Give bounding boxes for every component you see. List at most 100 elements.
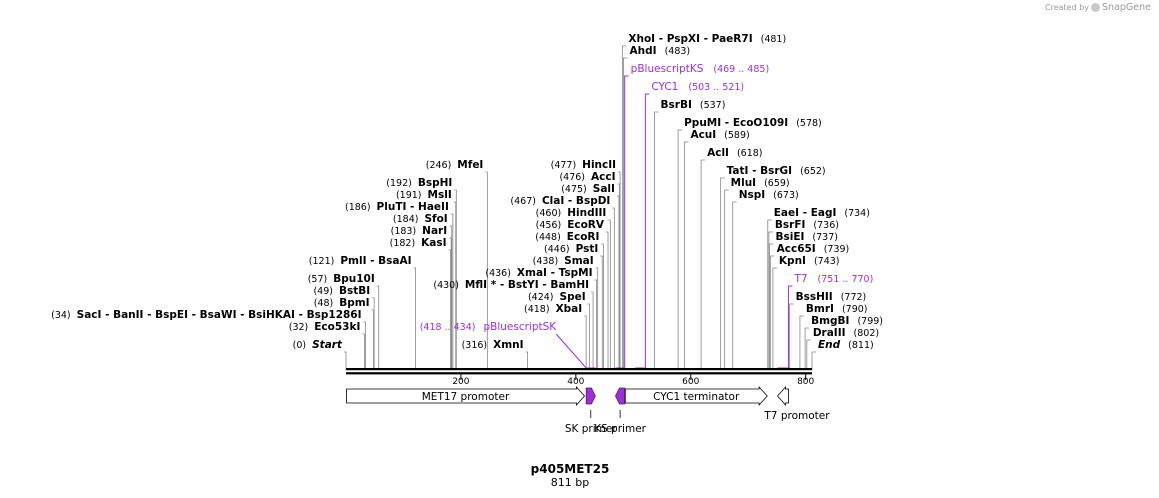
site-position-bsshii: (772) <box>841 292 867 303</box>
site-name-xmni: XmnI <box>493 339 523 351</box>
site-leader-ppumi-group <box>677 129 683 370</box>
primer-site-range-cyc1: (503 .. 521) <box>688 82 744 93</box>
site-position-sfoi: (184) <box>393 214 419 225</box>
site-position-bsrbi: (537) <box>700 100 726 111</box>
site-position-pmli-group: (121) <box>309 256 335 267</box>
map-title: p405MET25 <box>530 462 610 476</box>
feature-label-ks-primer: KS primer <box>594 423 646 435</box>
site-leader-bstbi <box>372 297 375 370</box>
backbone-top-strand <box>346 368 812 371</box>
site-name-acc65i: Acc65I <box>777 243 816 255</box>
site-position-nspi: (673) <box>773 190 799 201</box>
ruler-label-200: 200 <box>452 377 469 387</box>
site-leader-hindiii <box>608 219 611 370</box>
site-position-kpni: (743) <box>814 256 840 267</box>
site-position-start: (0) <box>293 340 306 351</box>
site-leader-nari <box>449 237 452 370</box>
site-leader-bpmi <box>371 309 374 370</box>
site-leader-end <box>811 351 816 370</box>
site-name-sfoi: SfoI <box>424 213 447 225</box>
feature-arrow-sk-primer <box>585 387 596 405</box>
site-leader-xhoi-group <box>621 45 627 370</box>
site-leader-bpu10i <box>376 285 380 370</box>
site-name-bmri: BmrI <box>806 303 834 315</box>
site-position-eco53ki: (32) <box>289 322 309 333</box>
site-position-smai: (438) <box>533 256 559 267</box>
site-position-hindiii: (460) <box>536 208 562 219</box>
site-position-ecorv: (456) <box>536 220 562 231</box>
restriction-site-labels: (0)Start(32)Eco53kI(34)SacI - BanII - Bs… <box>51 33 883 351</box>
site-leader-msli <box>453 201 457 370</box>
site-position-draiii: (802) <box>854 328 880 339</box>
site-leader-bmgbi <box>804 327 810 370</box>
site-position-bmri: (790) <box>842 304 868 315</box>
site-position-bpmi: (48) <box>314 298 334 309</box>
site-position-psti: (446) <box>544 244 570 255</box>
site-name-psti: PstI <box>576 243 599 255</box>
site-name-kasi: KasI <box>421 237 446 249</box>
site-name-start: Start <box>312 339 343 351</box>
site-name-ahdi: AhdI <box>630 45 657 57</box>
site-position-bstbi: (49) <box>313 286 333 297</box>
feature-label-cyc1-terminator: CYC1 terminator <box>653 391 740 403</box>
site-position-xhoi-group: (481) <box>761 34 787 45</box>
site-position-mfei: (246) <box>426 160 452 171</box>
site-name-bpu10i: Bpu10I <box>333 273 375 285</box>
primer-site-name-cyc1: CYC1 <box>651 81 678 93</box>
site-position-bsiei: (737) <box>812 232 838 243</box>
site-name-nspi: NspI <box>739 189 765 201</box>
site-leader-eco53ki <box>362 333 365 370</box>
site-position-tati-group: (652) <box>800 166 826 177</box>
site-leader-acli <box>700 159 706 370</box>
site-leader-spei <box>587 303 591 370</box>
site-leader-start <box>344 351 347 370</box>
site-name-draiii: DraIII <box>813 327 846 339</box>
credit-prefix: Created by <box>1045 3 1090 12</box>
site-leader-xmai-group <box>594 279 597 370</box>
site-name-bmgbi: BmgBI <box>811 315 849 327</box>
site-leader-bsiei <box>769 243 774 370</box>
site-leader-ecorv <box>606 231 609 370</box>
site-position-spei: (424) <box>528 292 554 303</box>
site-name-ppumi-group: PpuMI - EcoO109I <box>684 117 788 129</box>
primer-site-marks: pBluescriptSK(418 .. 434)pBluescriptKS(4… <box>420 63 873 369</box>
site-leader-xmni <box>525 351 528 370</box>
site-name-mfli-group: MflI * - BstYI - BamHI <box>465 279 589 291</box>
site-name-pluti-group: PluTI - HaeII <box>377 201 449 213</box>
primer-site-range-pbluescriptsk: (418 .. 434) <box>420 322 476 333</box>
site-leader-pmli-group <box>413 267 416 370</box>
site-leader-sali <box>616 195 620 370</box>
site-leader-xbai <box>584 315 587 370</box>
site-leader-lines <box>344 45 816 370</box>
site-position-xmni: (316) <box>462 340 488 351</box>
primer-site-leader-t7 <box>777 285 793 369</box>
site-name-ecorv: EcoRV <box>567 219 605 231</box>
sequence-backbone <box>346 368 812 375</box>
site-name-saci-group: SacI - BanII - BspEI - BsaWI - BsiHKAI -… <box>77 309 362 321</box>
feature-arrow-ks-primer <box>615 387 626 405</box>
site-leader-psti <box>600 255 603 370</box>
map-title-block: p405MET25 811 bp <box>0 462 1140 489</box>
ruler-label-800: 800 <box>797 377 814 387</box>
feature-arrow-t7-promoter <box>776 385 789 407</box>
map-length: 811 bp <box>550 476 590 489</box>
site-name-acui: AcuI <box>690 129 716 141</box>
site-leader-tati-group <box>720 177 725 370</box>
site-leader-bsrfi <box>768 231 773 370</box>
site-name-smai: SmaI <box>564 255 594 267</box>
site-leader-mfli-group <box>591 291 594 370</box>
site-leader-eaei-group <box>767 219 772 370</box>
site-name-mlui: MluI <box>731 177 756 189</box>
site-position-mfli-group: (430) <box>433 280 459 291</box>
site-name-eco53ki: Eco53kI <box>314 321 360 333</box>
site-position-clai-group: (467) <box>510 196 536 207</box>
site-position-ahdi: (483) <box>665 46 691 57</box>
feature-label-sk-primer: SK primer <box>565 423 617 435</box>
site-leader-mfei <box>485 171 488 370</box>
site-leader-saci-group <box>363 321 366 370</box>
site-position-acci: (476) <box>559 172 585 183</box>
site-name-mfei: MfeI <box>457 159 483 171</box>
site-position-eaei-group: (734) <box>844 208 870 219</box>
site-name-ecori: EcoRI <box>567 231 600 243</box>
